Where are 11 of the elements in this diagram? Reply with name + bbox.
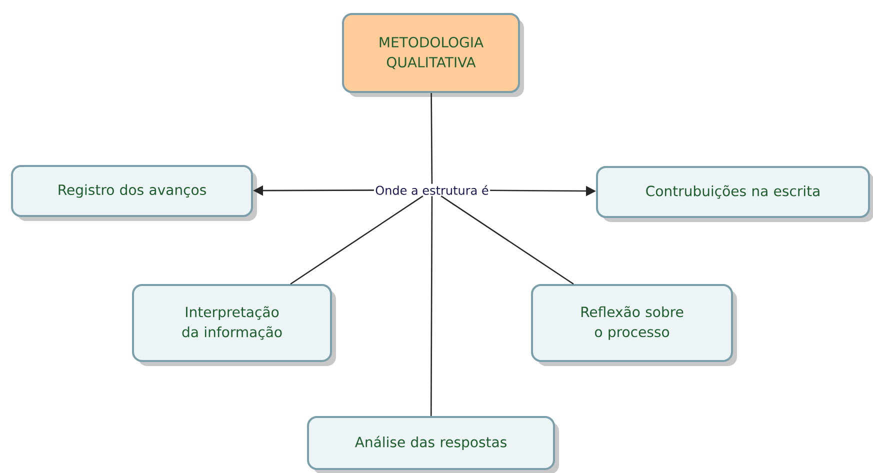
concept-box: Interpretação da informação [132, 284, 336, 366]
concept-box: Contrubuições na escrita [596, 166, 873, 222]
connector [440, 196, 574, 285]
connector [290, 196, 424, 285]
concept-box: Análise das respostas [307, 416, 559, 473]
concept-box: Registro dos avanços [11, 165, 257, 221]
concept-box: Reflexão sobre o processo [531, 284, 737, 366]
connector [430, 196, 433, 416]
linking-phrase: Onde a estrutura é [374, 184, 490, 196]
connector [430, 93, 433, 184]
concept-box: METODOLOGIA QUALITATIVA [342, 13, 524, 97]
